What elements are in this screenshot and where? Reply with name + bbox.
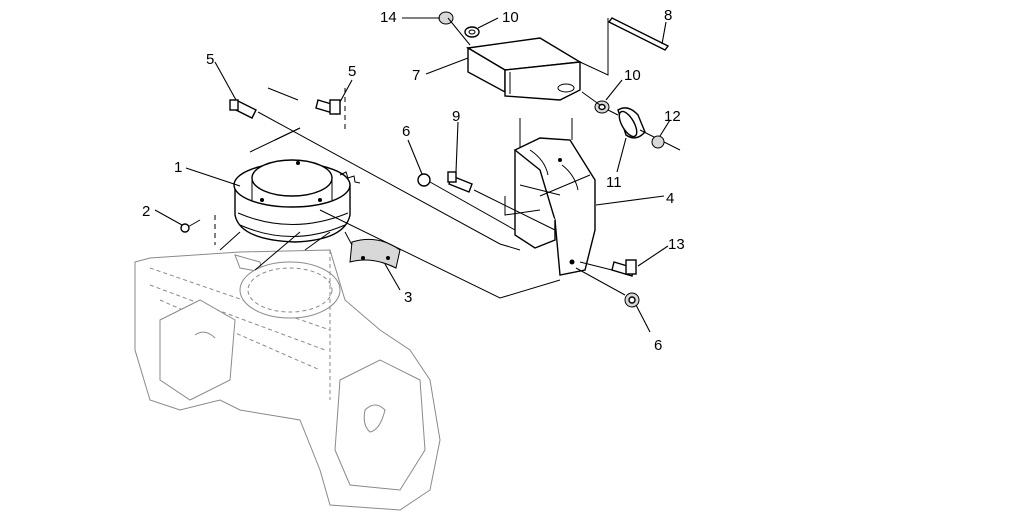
callout-6-left: 6 xyxy=(402,123,410,140)
nut-part-6-bottom xyxy=(624,292,640,308)
bolt-part-5-right xyxy=(315,99,341,115)
auger-housing-outline xyxy=(134,249,441,511)
chute-shoe xyxy=(349,238,401,269)
callout-12: 12 xyxy=(664,108,681,125)
callout-5-left: 5 xyxy=(206,51,214,68)
rod-part-8 xyxy=(607,17,670,51)
chute-ring xyxy=(233,159,361,243)
callout-4: 4 xyxy=(666,190,674,207)
nut-part-12 xyxy=(651,135,665,149)
chute-support-bracket xyxy=(513,137,596,276)
callout-5-right: 5 xyxy=(348,63,356,80)
callout-13: 13 xyxy=(668,236,685,253)
chute-bracket xyxy=(465,37,583,101)
callout-2: 2 xyxy=(142,203,150,220)
washer-part-10-top xyxy=(464,26,480,38)
callout-14: 14 xyxy=(380,9,397,26)
bolt-part-5-left xyxy=(229,99,257,119)
callout-10-right: 10 xyxy=(624,67,641,84)
callout-6-bottom: 6 xyxy=(654,337,662,354)
knob-part-11 xyxy=(617,107,681,151)
nut-part-6-left xyxy=(417,173,431,187)
leader-lines xyxy=(154,17,671,333)
assembly-guides xyxy=(214,17,626,299)
callout-11: 11 xyxy=(606,174,622,191)
callout-7: 7 xyxy=(412,67,420,84)
callout-3: 3 xyxy=(404,289,412,306)
bolt-part-13 xyxy=(611,259,637,277)
bolt-part-9 xyxy=(447,171,473,193)
callout-9: 9 xyxy=(452,108,460,125)
callout-8: 8 xyxy=(664,7,672,24)
screw-part-2 xyxy=(180,219,201,233)
callout-1: 1 xyxy=(174,159,182,176)
callouts: 1 2 3 4 5 5 6 6 7 8 9 10 10 11 12 13 14 xyxy=(142,7,685,354)
callout-10-top: 10 xyxy=(502,9,519,26)
